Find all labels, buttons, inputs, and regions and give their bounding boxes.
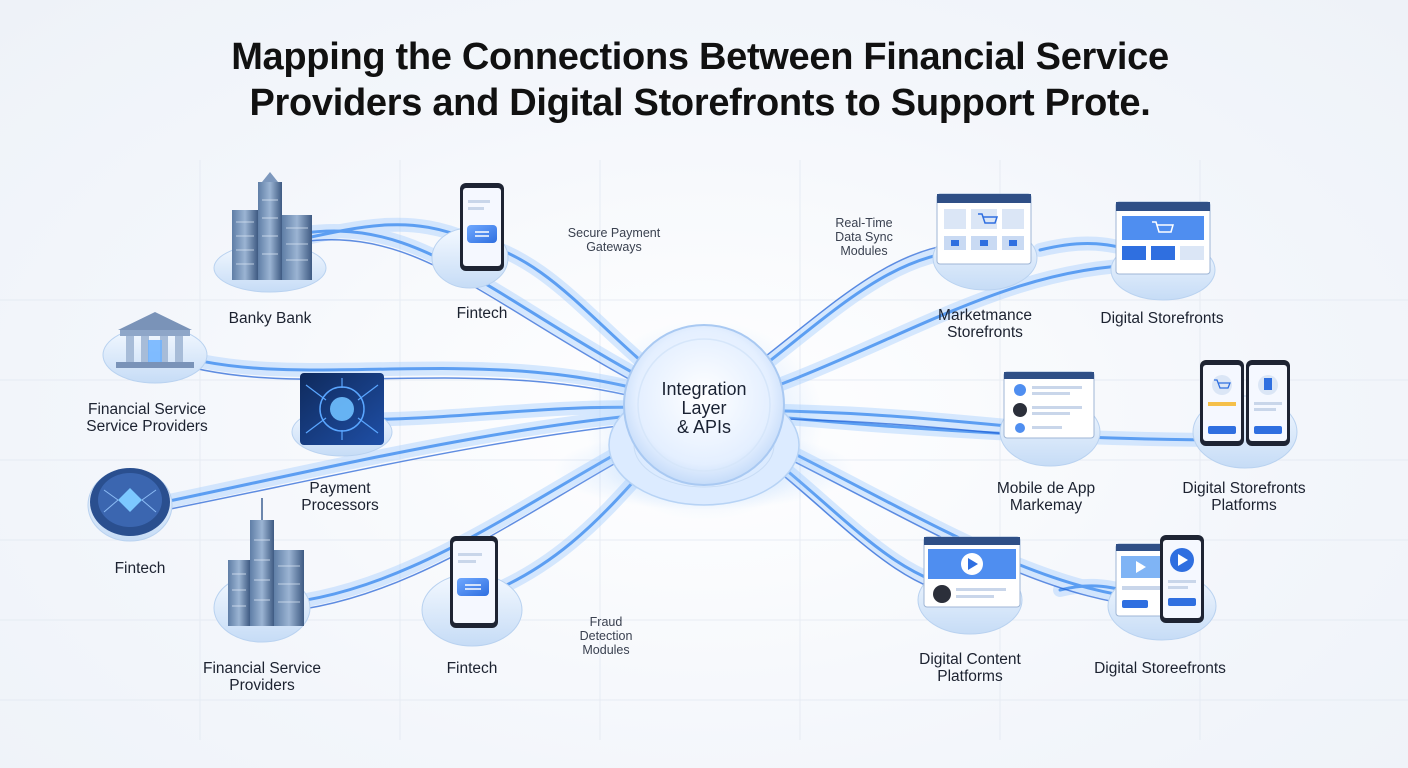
label-payment-processors: Payment Processors — [301, 480, 379, 514]
label-realtime-line-1: Real-Time — [835, 216, 893, 230]
label-fraud-line-1: Fraud — [589, 615, 623, 629]
label-marketplace-line-1: Marketmance — [938, 307, 1032, 324]
label-fraud-detection: Fraud Detection Modules — [580, 615, 633, 657]
video-storefront-icon — [1115, 535, 1204, 623]
page-title: Mapping the Connections Between Financia… — [0, 34, 1400, 126]
label-realtime-line-3: Modules — [840, 244, 888, 258]
label-dsp-line-1: Digital Storefronts — [1182, 480, 1306, 497]
integration-hub — [554, 320, 854, 520]
browser-cart-icon — [936, 193, 1032, 265]
profile-list-icon — [1003, 371, 1095, 439]
label-fintech-top: Fintech — [456, 305, 508, 322]
label-marketplace: Marketmance Storefronts — [938, 307, 1032, 341]
label-mobile-line-2: Markemay — [1009, 497, 1083, 514]
skyscraper-icon — [232, 172, 312, 280]
label-digital-content: Digital Content Platforms — [919, 651, 1021, 685]
label-fsp-bottom: Financial Service Providers — [203, 660, 321, 694]
label-secure-payment-gateways: Secure Payment Gateways — [568, 226, 660, 254]
label-digital-storefront-platforms: Digital Storefronts Platforms — [1182, 480, 1305, 514]
smartphone-icon-bottom — [450, 536, 498, 628]
label-fraud-line-3: Modules — [582, 643, 630, 657]
processor-chip-icon — [300, 373, 384, 445]
label-banky-bank: Banky Bank — [228, 310, 312, 327]
label-fintech-bottom: Fintech — [446, 660, 498, 677]
skyscraper-icon-bottom — [228, 498, 304, 626]
hub-label-line-3: & APIs — [676, 417, 732, 437]
label-fsp-bottom-line-1: Financial Service — [202, 660, 322, 677]
video-play-icon — [923, 536, 1021, 608]
title-line-1: Mapping the Connections Between Financia… — [231, 36, 1169, 78]
label-realtime-data-sync: Real-Time Data Sync Modules — [835, 216, 893, 258]
label-secure-line-1: Secure Payment — [567, 226, 661, 240]
label-secure-line-2: Gateways — [586, 240, 642, 254]
browser-storefront-icon — [1115, 201, 1211, 275]
label-content-line-1: Digital Content — [919, 651, 1021, 668]
label-fsp-bottom-line-2: Providers — [229, 677, 295, 694]
dual-phone-icon — [1200, 360, 1290, 446]
label-dsp-line-2: Platforms — [1211, 497, 1277, 514]
hub-label-line-1: Integration — [661, 379, 747, 399]
hub-label-line-2: Layer — [681, 398, 727, 418]
label-fsp-mid-line-1: Financial Service — [87, 401, 207, 418]
label-marketplace-line-2: Storefronts — [947, 324, 1023, 341]
label-mobile-app: Mobile de App Markemay — [997, 480, 1095, 514]
label-payment-line-1: Payment — [309, 480, 371, 497]
label-mobile-line-1: Mobile de App — [996, 480, 1096, 497]
label-digital-storefronts-bottom: Digital Storeefronts — [1094, 660, 1226, 677]
title-line-2: Providers and Digital Storefronts to Sup… — [249, 82, 1151, 124]
hub-label: Integration Layer & APIs — [661, 380, 746, 437]
label-fsp-mid: Financial Service Service Providers — [86, 401, 207, 435]
label-fintech-left: Fintech — [114, 560, 166, 577]
label-realtime-line-2: Data Sync — [835, 230, 893, 244]
label-fraud-line-2: Detection — [579, 629, 633, 643]
label-payment-line-2: Processors — [301, 497, 379, 514]
label-digital-storefronts-top: Digital Storefronts — [1100, 310, 1224, 327]
circuit-disc-icon — [90, 468, 170, 536]
label-fsp-mid-line-2: Service Providers — [86, 418, 208, 435]
label-content-line-2: Platforms — [937, 668, 1003, 685]
smartphone-icon — [460, 183, 504, 271]
bank-icon — [116, 312, 194, 368]
